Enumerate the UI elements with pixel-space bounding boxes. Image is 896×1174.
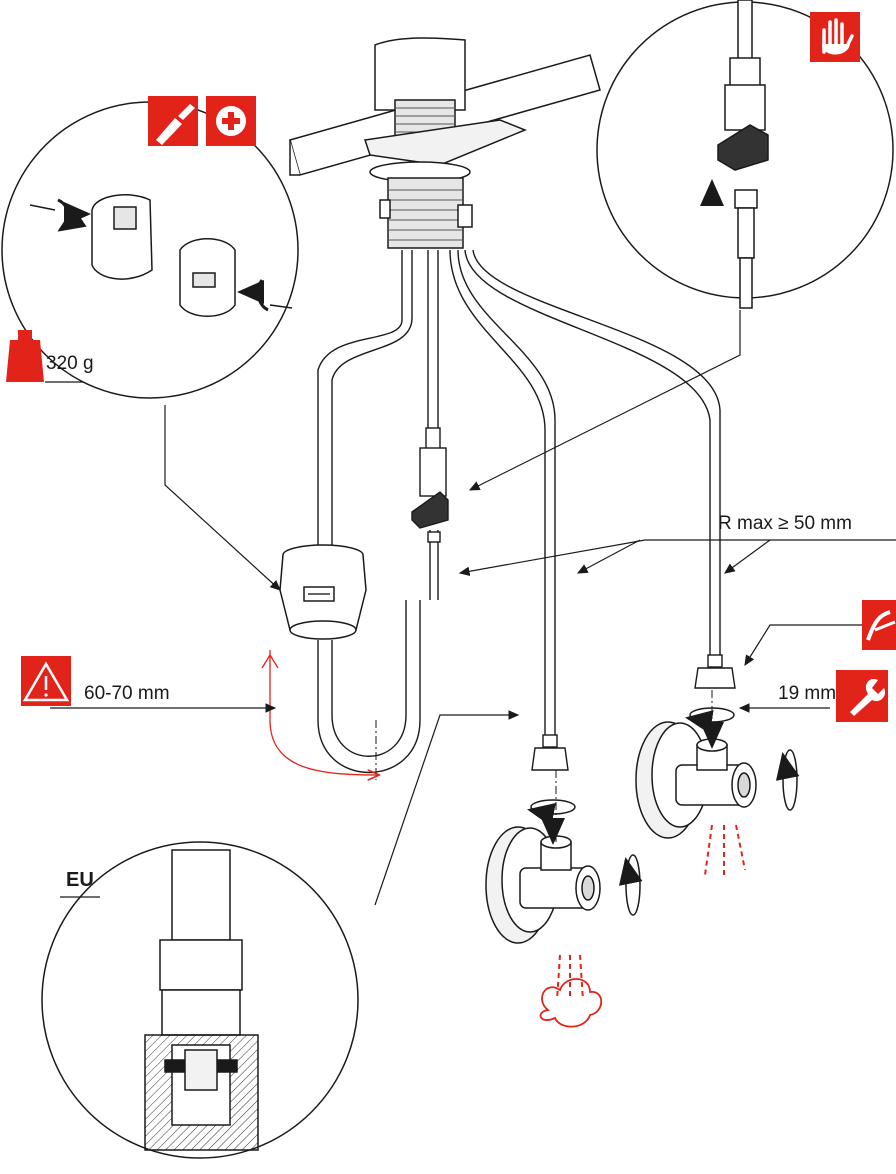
detail-circle-weight-mount (1, 101, 299, 399)
leader-lines (45, 260, 896, 906)
angle-valve-right (635, 721, 757, 839)
region-label: EU (66, 869, 94, 891)
hose-nuts (531, 654, 736, 771)
depth-range-label: 60-70 mm (84, 683, 170, 704)
detail-circle-eu-fitting (41, 841, 359, 1159)
warning-triangle-icon (21, 656, 71, 706)
weight-icon (6, 330, 44, 382)
wrench-icon (836, 670, 888, 722)
wrench-size-label: 19 mm (778, 683, 837, 704)
detail-circle-quick-connect (596, 0, 894, 309)
angle-valve-left (485, 826, 601, 944)
faucet-body (364, 37, 527, 249)
hand-stop-icon (810, 12, 860, 62)
depth-dimension (261, 650, 378, 775)
screwdriver-icon (148, 96, 198, 146)
quick-connector (411, 427, 449, 543)
phillips-plus-icon (206, 96, 256, 146)
splash-cloud-icon (539, 978, 603, 1028)
hoses (317, 249, 721, 774)
hose-weight (279, 544, 367, 640)
bend-radius-label: R max ≥ 50 mm (718, 513, 852, 534)
weight-label: 320 g (46, 353, 94, 374)
rotation-arrows (527, 707, 800, 916)
water-spray-icon (556, 824, 746, 1001)
seal-tape-icon (862, 600, 896, 650)
